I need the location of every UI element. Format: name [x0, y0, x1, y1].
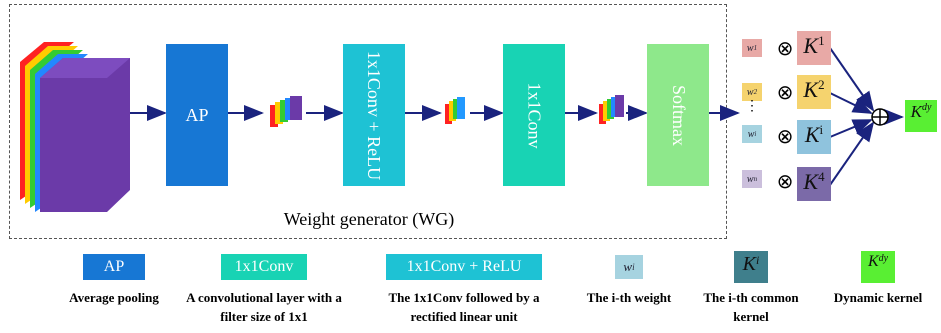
input-feature-stack: [20, 42, 130, 212]
legend-conv-box: 1x1Conv: [221, 254, 307, 280]
conv-block-label: 1x1Conv: [524, 81, 545, 149]
legend-ap-text: Average pooling: [69, 290, 159, 305]
arrow-k2-to-sum: [829, 92, 873, 114]
legend-conv-text: A convolutional layer with a filter size…: [186, 290, 342, 324]
weights-ellipsis: ⋮: [745, 99, 759, 114]
conv-block: 1x1Conv: [503, 44, 565, 186]
feature-stack-after-ap: [270, 96, 302, 127]
feature-stack-after-conv-relu: [445, 97, 465, 124]
weight-generator-label: Weight generator (WG): [283, 209, 455, 229]
multiply-operator-n: ⊗: [776, 169, 794, 193]
multiply-operator-1: ⊗: [776, 36, 794, 60]
conv-relu-block-label: 1x1Conv + ReLU: [364, 50, 385, 180]
conv-relu-block: 1x1Conv + ReLU: [343, 44, 405, 186]
ap-block: AP: [166, 44, 228, 186]
legend-weight-text: The i-th weight: [586, 290, 672, 305]
arrow-k4-to-sum: [829, 121, 875, 186]
weight-generator-frame: Weight generator (WG): [9, 4, 727, 239]
arrow-k1-to-sum: [829, 47, 875, 112]
legend-conv-relu-box: 1x1Conv + ReLU: [386, 254, 542, 280]
feature-stack-after-conv: [599, 95, 624, 124]
softmax-block: Softmax: [647, 44, 709, 186]
legend-dynamic-kernel-text: Dynamic kernel: [833, 290, 923, 305]
legend-conv-relu-text: The 1x1Conv followed by a rectified line…: [388, 290, 540, 324]
legend-ap-box: AP: [83, 254, 145, 280]
multiply-operator-2: ⊗: [776, 80, 794, 104]
multiply-operator-i: ⊗: [776, 124, 794, 148]
softmax-block-label: Softmax: [668, 84, 689, 146]
ap-block-label: AP: [185, 104, 209, 125]
legend-kernel-text: The i-th common kernel: [703, 290, 799, 324]
